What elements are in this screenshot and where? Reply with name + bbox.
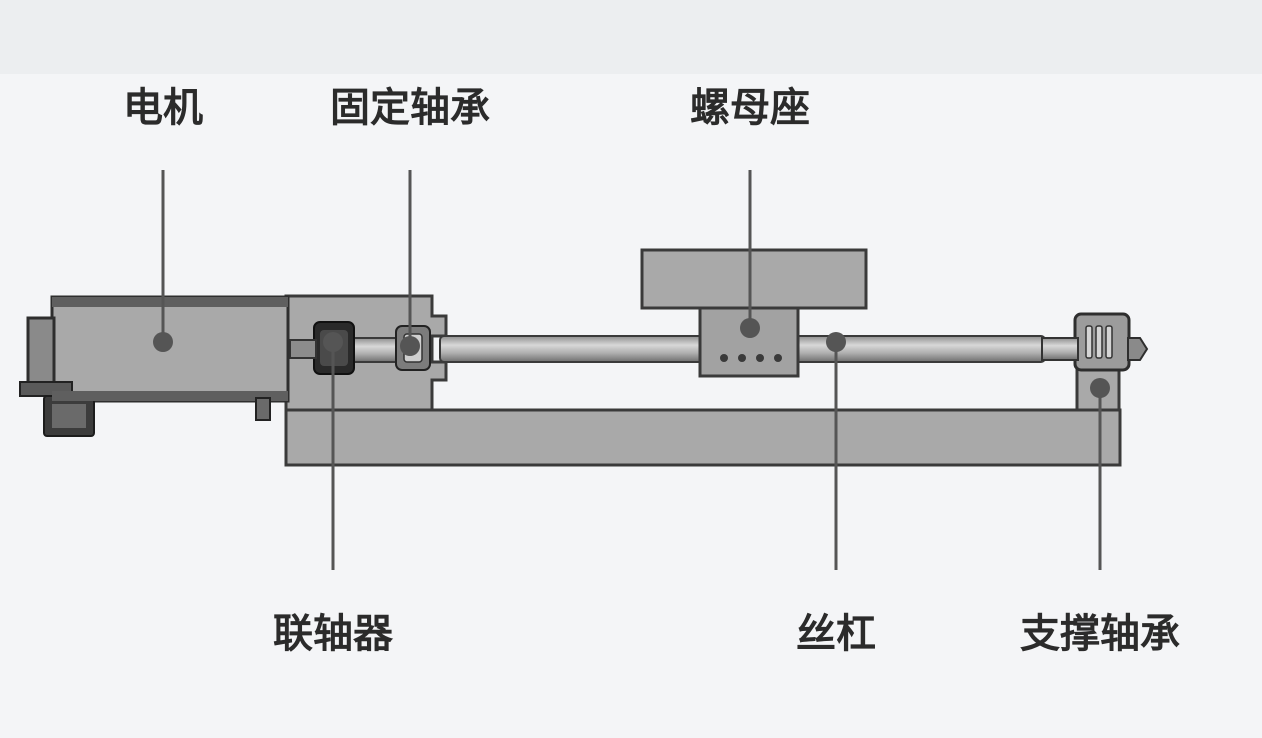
fixed-bearing-leader-dot [400, 336, 420, 356]
motor-top-band [52, 297, 288, 307]
fixed-bearing-label: 固定轴承 [330, 85, 490, 131]
motor-connector-face [52, 404, 86, 428]
motor-bottom-band [52, 391, 288, 401]
support-bearing-thread [1085, 325, 1093, 359]
nut-seat-block [698, 306, 800, 378]
coupling-label: 联轴器 [273, 611, 393, 657]
nut-seat-top-plate [640, 248, 868, 310]
motor-foot [255, 397, 271, 421]
lead-screw-label: 丝杠 [796, 611, 876, 657]
nut-bolt [720, 354, 728, 362]
motor-leader-dot [153, 332, 173, 352]
nut-bolt [774, 354, 782, 362]
nut-bolt [756, 354, 764, 362]
base-rail [284, 408, 1122, 467]
nut-seat-leader-dot [740, 318, 760, 338]
shaft-tip [1127, 337, 1149, 361]
motor-end-cap [26, 316, 56, 386]
nut-seat-label: 螺母座 [690, 85, 810, 131]
top-band [0, 0, 1262, 74]
support-bearing-thread [1095, 325, 1103, 359]
nut-bolt [738, 354, 746, 362]
shaft-step [1041, 337, 1079, 361]
support-bearing-label: 支撑轴承 [1020, 611, 1180, 657]
lead-screw-leader-dot [826, 332, 846, 352]
coupling-leader-dot [323, 332, 343, 352]
coupling-flange [289, 339, 317, 359]
support-bearing-thread [1105, 325, 1113, 359]
support-bearing-leader-dot [1090, 378, 1110, 398]
motor-label: 电机 [123, 85, 203, 131]
